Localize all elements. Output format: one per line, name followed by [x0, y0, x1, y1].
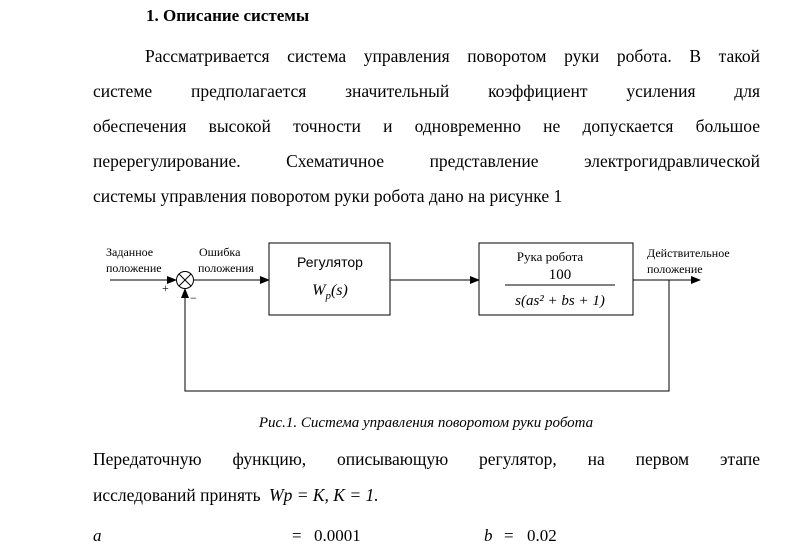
paragraph-line: системы управления поворотом руки робота… [93, 186, 563, 206]
regulator-transfer-function: Wp(s) [312, 282, 348, 302]
summing-junction [176, 271, 194, 289]
figure-caption: Рис.1. Система управления поворотом руки… [258, 415, 594, 431]
input-label: положение [106, 261, 162, 275]
param-a-name: a [93, 526, 102, 545]
param-b-equals: = [504, 526, 514, 545]
robot-arm-numerator: 100 [549, 267, 572, 283]
error-label: Ошибка [199, 245, 241, 259]
section-heading: 1. Описание системы [146, 6, 310, 25]
feedback-path [181, 280, 670, 392]
robot-arm-denominator: s(as² + bs + 1) [515, 293, 605, 309]
paragraph-line: перерегулирование. Схематичное представл… [93, 151, 760, 171]
param-a-equals: = [292, 526, 302, 545]
regulator-tf-argument: (s) [331, 282, 348, 299]
paragraph-line: системе предполагается значительный коэф… [93, 81, 760, 101]
regulator-title: Регулятор [297, 254, 363, 270]
error-label: положения [198, 261, 254, 275]
regulator-block [268, 242, 391, 316]
intro-paragraph: Рассматривается система управления повор… [93, 39, 760, 214]
paragraph-line: Передаточную функцию, описывающую регуля… [93, 449, 760, 469]
paragraph-line: обеспечения высокой точности и одновреме… [93, 116, 760, 136]
regulator-tf-subscript: p [324, 290, 331, 302]
paragraph-line: исследований принять Wp = K, K = 1. [93, 477, 760, 513]
input-label: Заданное [106, 245, 153, 259]
paragraph-line: Рассматривается система управления повор… [145, 46, 760, 66]
param-a-value: 0.0001 [314, 526, 361, 545]
robot-arm-title: Рука робота [517, 249, 584, 264]
output-label: положение [647, 262, 703, 276]
paragraph-text: исследований принять [93, 485, 261, 505]
regulator-tf-symbol: W [312, 282, 327, 299]
output-label: Действительное [647, 246, 730, 260]
regulator-formula: Wp = K, K = 1. [269, 485, 379, 505]
minus-sign: − [190, 291, 197, 305]
regulator-paragraph: Передаточную функцию, описывающую регуля… [93, 441, 760, 513]
param-b-name: b [484, 526, 493, 545]
plus-sign: + [162, 281, 169, 295]
robot-arm-block [478, 242, 634, 316]
param-b-value: 0.02 [527, 526, 557, 545]
